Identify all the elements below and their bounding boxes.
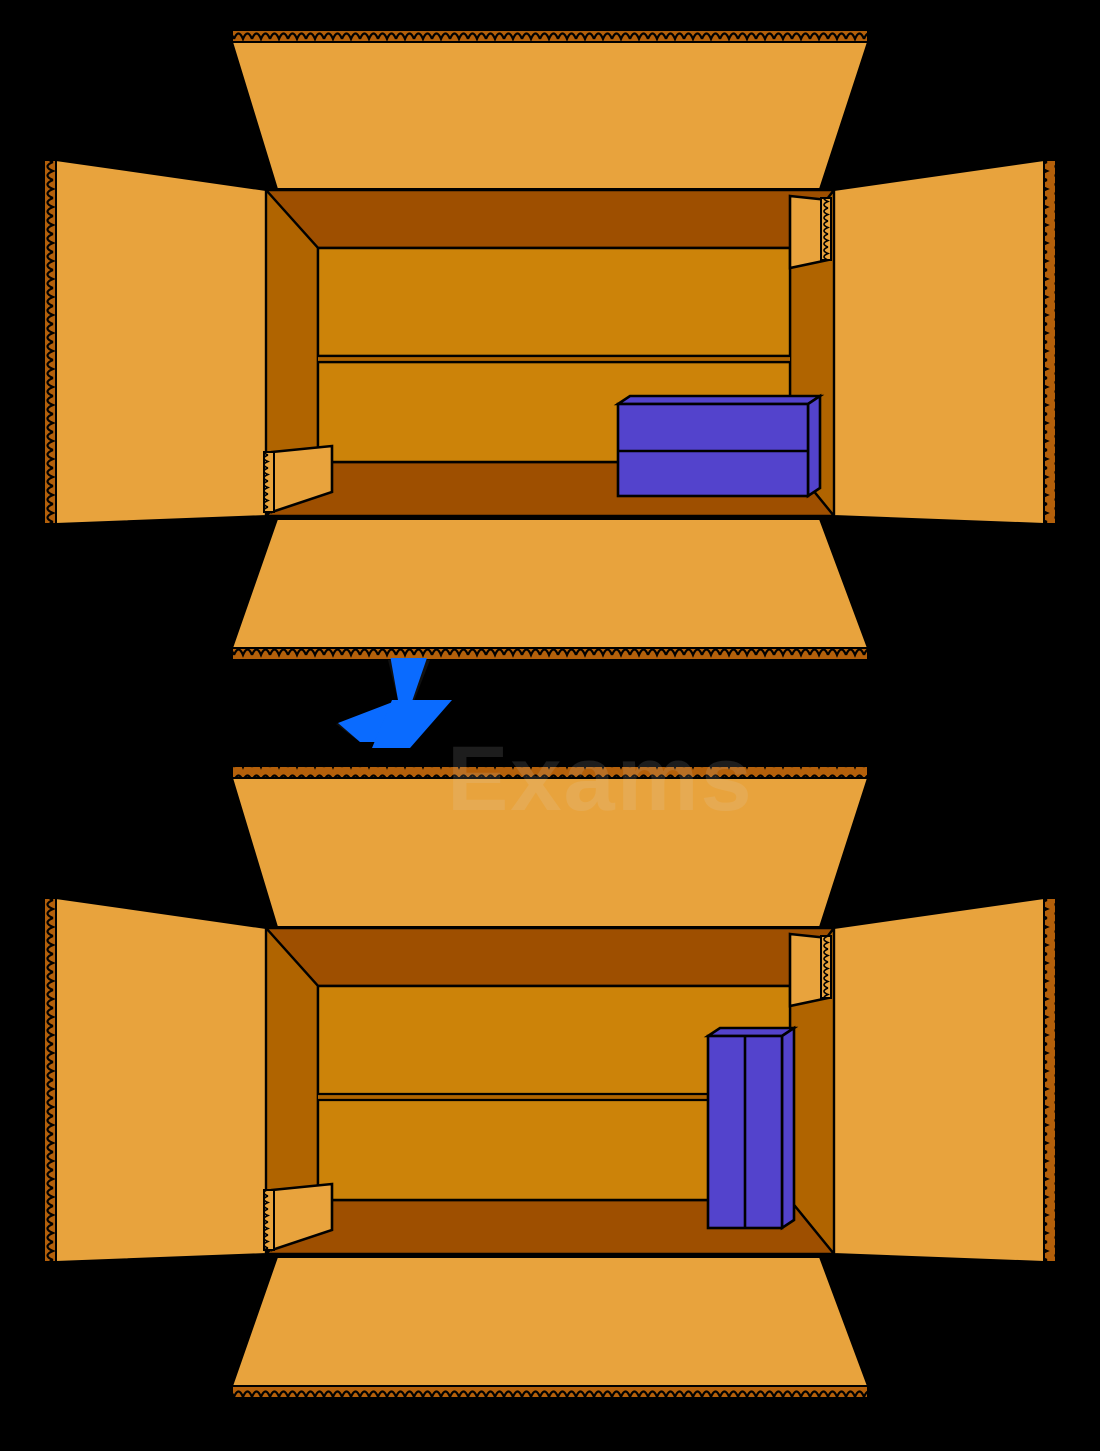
bottom-box-ceiling: [263, 926, 837, 988]
bottom-box-front-flap: [230, 1256, 870, 1399]
bottom-box-right-flap: [833, 896, 1057, 1264]
top-box-right-flap: [833, 158, 1057, 526]
top-box-inner-tab-left: [263, 444, 334, 514]
top-box-front-flap: [230, 518, 870, 661]
top-box-inner-tab-right: [788, 194, 832, 270]
top-box-blue-item: [613, 393, 825, 499]
top-box-left-flap: [43, 158, 267, 526]
top-box-rear-flap: [230, 29, 870, 190]
bottom-box-inner-tab-right: [788, 932, 832, 1008]
lightning-bolt-logo: [338, 658, 452, 748]
top-box-ceiling: [263, 188, 837, 250]
bottom-box-inner-tab-left: [263, 1182, 334, 1252]
bottom-box-blue-item: [703, 1025, 799, 1231]
top-box-group: [43, 29, 1057, 661]
watermark-text: Exams: [447, 728, 754, 830]
top-box-back-wall-seam: [318, 354, 790, 364]
bottom-box-left-flap: [43, 896, 267, 1264]
bottom-box-group: [43, 765, 1057, 1399]
bottom-box-rear-flap: [230, 765, 870, 928]
